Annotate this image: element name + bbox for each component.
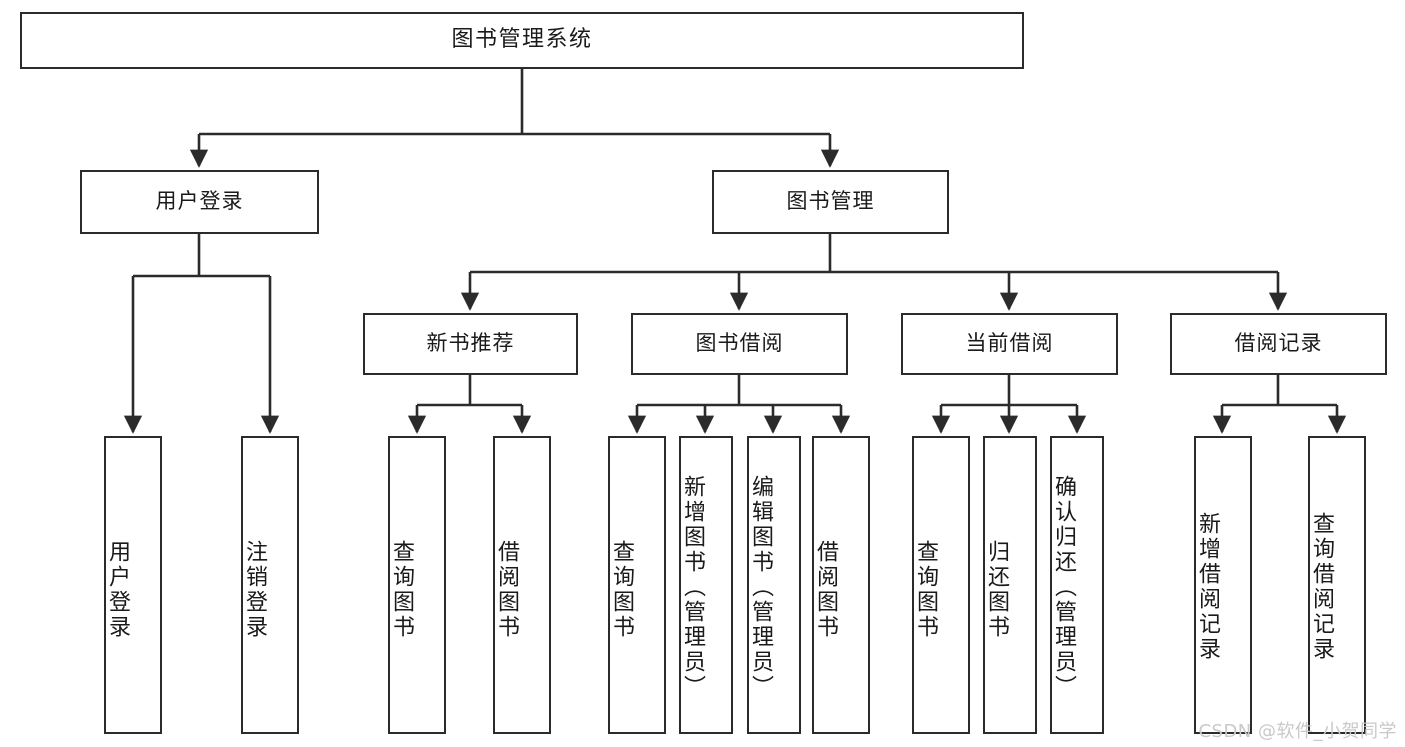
- leaf-book-borrow-borrow-label: 借阅图书: [813, 540, 838, 640]
- leaf-borrow-record-query[interactable]: 查询借阅记录: [1308, 436, 1366, 734]
- leaf-book-borrow-edit-label: 编辑图书（管理员）: [748, 474, 773, 700]
- leaf-user-login-logout-label: 注销登录: [242, 540, 267, 640]
- leaf-user-login-logout[interactable]: 注销登录: [241, 436, 299, 734]
- node-borrow-record[interactable]: 借阅记录: [1170, 313, 1387, 375]
- leaf-new-book-query[interactable]: 查询图书: [388, 436, 446, 734]
- node-book-manage-label: 图书管理: [786, 189, 875, 214]
- node-new-book-recommend[interactable]: 新书推荐: [363, 313, 578, 375]
- node-current-borrow[interactable]: 当前借阅: [901, 313, 1118, 375]
- leaf-book-borrow-borrow[interactable]: 借阅图书: [812, 436, 870, 734]
- leaf-user-login-login[interactable]: 用户登录: [104, 436, 162, 734]
- leaf-borrow-record-query-label: 查询借阅记录: [1309, 512, 1334, 662]
- leaf-current-borrow-confirm[interactable]: 确认归还（管理员）: [1050, 436, 1104, 734]
- node-borrow-record-label: 借阅记录: [1234, 331, 1323, 356]
- leaf-book-borrow-add[interactable]: 新增图书（管理员）: [679, 436, 733, 734]
- leaf-new-book-borrow-label: 借阅图书: [494, 540, 519, 640]
- leaf-book-borrow-add-label: 新增图书（管理员）: [680, 474, 705, 700]
- leaf-new-book-borrow[interactable]: 借阅图书: [493, 436, 551, 734]
- leaf-current-borrow-return[interactable]: 归还图书: [983, 436, 1037, 734]
- node-user-login[interactable]: 用户登录: [80, 170, 319, 234]
- leaf-new-book-query-label: 查询图书: [389, 540, 414, 640]
- leaf-current-borrow-confirm-label: 确认归还（管理员）: [1051, 474, 1076, 700]
- leaf-book-borrow-query[interactable]: 查询图书: [608, 436, 666, 734]
- node-root-system[interactable]: 图书管理系统: [20, 12, 1024, 69]
- node-new-book-recommend-label: 新书推荐: [426, 331, 515, 356]
- leaf-book-borrow-query-label: 查询图书: [609, 540, 634, 640]
- node-book-manage[interactable]: 图书管理: [712, 170, 949, 234]
- leaf-current-borrow-query[interactable]: 查询图书: [912, 436, 970, 734]
- node-book-borrow[interactable]: 图书借阅: [631, 313, 848, 375]
- node-current-borrow-label: 当前借阅: [965, 331, 1054, 356]
- csdn-watermark: CSDN @软件_小贺同学: [1198, 721, 1397, 742]
- node-user-login-label: 用户登录: [155, 189, 244, 214]
- node-book-borrow-label: 图书借阅: [695, 331, 784, 356]
- node-root-system-label: 图书管理系统: [451, 27, 593, 53]
- leaf-borrow-record-add-label: 新增借阅记录: [1195, 512, 1220, 662]
- leaf-current-borrow-return-label: 归还图书: [984, 540, 1009, 640]
- leaf-borrow-record-add[interactable]: 新增借阅记录: [1194, 436, 1252, 734]
- leaf-user-login-login-label: 用户登录: [105, 540, 130, 640]
- leaf-book-borrow-edit[interactable]: 编辑图书（管理员）: [747, 436, 801, 734]
- leaf-current-borrow-query-label: 查询图书: [913, 540, 938, 640]
